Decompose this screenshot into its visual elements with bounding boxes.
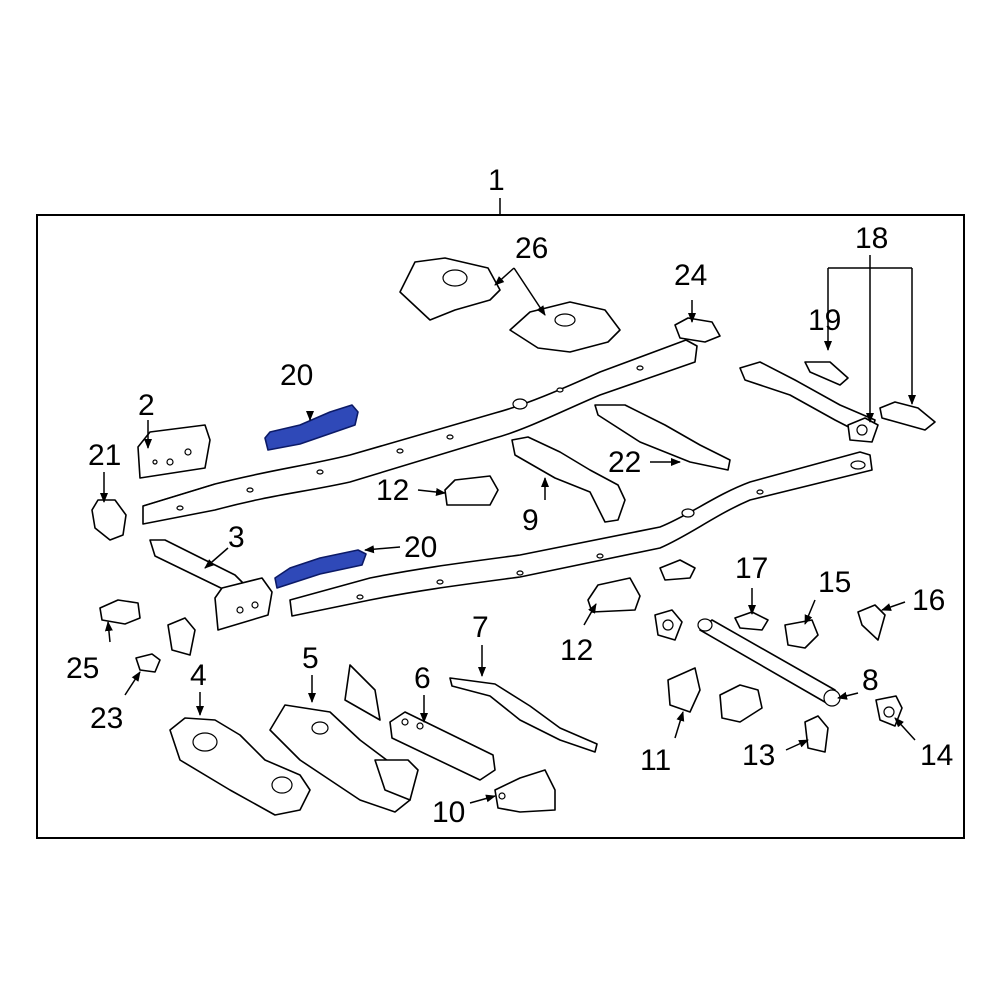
callout-20-upper: 20 [280,359,313,392]
callout-24: 24 [674,259,707,292]
part-3-bracket [149,539,273,631]
callout-15: 15 [818,566,851,599]
callout-17: 17 [735,552,768,585]
part-8-crossmember-tube [697,618,841,707]
callout-13: 13 [742,739,775,772]
part-12-lower-mount [587,577,641,613]
part-15-bracket [784,619,819,649]
callout-3: 3 [228,521,245,554]
part-2-bracket [137,424,211,479]
callout-18: 18 [855,222,888,255]
callout-16: 16 [912,584,945,617]
callout-25: 25 [66,652,99,685]
part-13-bracket [804,715,829,753]
part-22-crossmember [594,404,731,471]
part-20-upper-highlighted [264,404,359,451]
part-small-bracket [167,617,196,656]
callout-14: 14 [920,739,953,772]
callout-4: 4 [190,659,207,692]
callout-7: 7 [472,611,489,644]
callout-9: 9 [522,504,539,537]
part-5-crossmember [269,704,419,813]
callout-10: 10 [432,796,465,829]
part-11-bracket-pair [719,684,763,723]
part-gasket-near-8 [654,609,683,641]
part-20-lower-highlighted [274,549,367,589]
part-17-bracket [734,611,769,631]
part-7-crossmember [449,677,598,753]
callout-19: 19 [808,304,841,337]
part-12-upper-mount [444,475,499,506]
callout-23: 23 [90,702,123,735]
callout-2: 2 [138,389,155,422]
part-9-crossmember [511,436,626,523]
part-25-mount [99,599,141,625]
callout-11: 11 [640,744,671,777]
callout-5: 5 [302,642,319,675]
part-4-crossmember [169,717,311,816]
callout-26: 26 [515,232,548,265]
part-24-bracket [674,317,721,343]
callout-1: 1 [488,164,505,197]
part-6-crossmember [344,664,496,781]
part-19-bracket [804,361,849,386]
part-18-right-bracket [879,401,936,431]
part-18-rear-crossmember [739,361,879,443]
part-10-bracket [494,769,556,813]
callout-6: 6 [414,662,431,695]
left-frame-rail [142,339,698,525]
right-frame-rail [289,451,873,617]
callout-21: 21 [88,439,121,472]
callout-12-lower: 12 [560,634,593,667]
callout-8: 8 [862,664,879,697]
part-11-bracket [667,667,701,713]
part-16-bracket [857,604,886,641]
callout-22: 22 [608,446,641,479]
callout-20-lower: 20 [404,531,437,564]
part-23-bracket [135,653,161,673]
callout-12-upper: 12 [376,474,409,507]
part-small-rail-bracket [659,559,696,581]
part-21-bracket [91,499,127,541]
leader-lines [100,255,916,804]
